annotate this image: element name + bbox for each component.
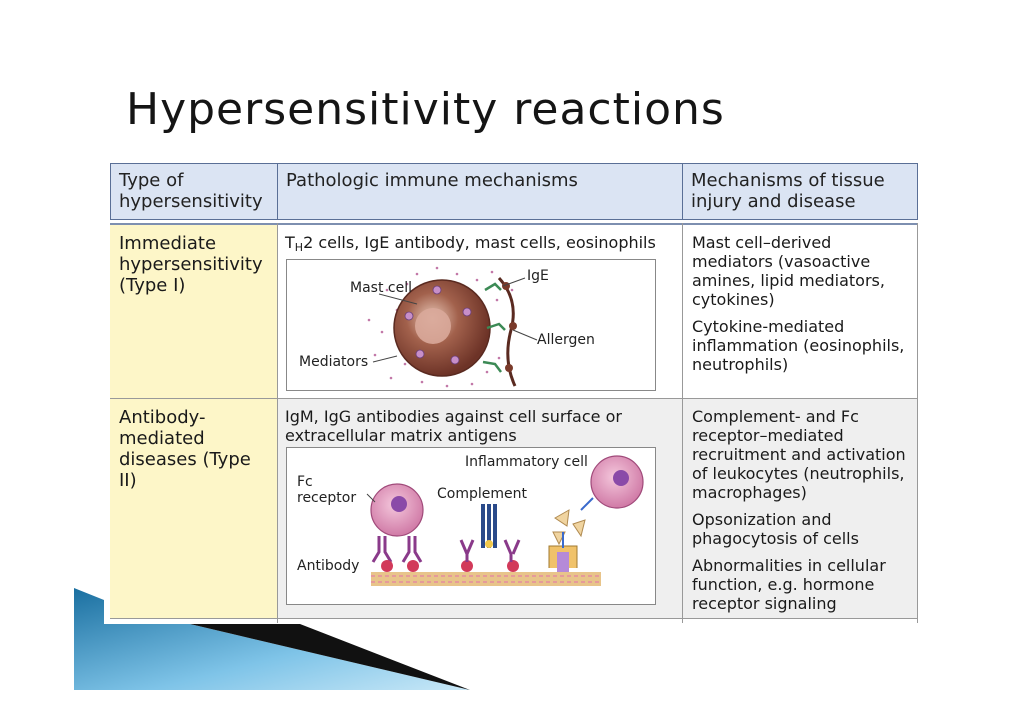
label-antibody: Antibody (297, 558, 360, 574)
type2-diagram: Inflammatory cell Fc receptor Complement… (286, 447, 656, 605)
row2-type: Antibody-mediated diseases (Type II) (110, 399, 277, 618)
row2-tissue-item: Complement- and Fc receptor–mediated rec… (692, 407, 906, 502)
header-type-text: Type of hypersensitivity (119, 170, 263, 212)
row1-mechanism-text: TH2 cells, IgE antibody, mast cells, eos… (278, 225, 682, 257)
label-mast-cell: Mast cell (350, 280, 412, 296)
label-mediators: Mediators (299, 354, 369, 370)
row1-mechanism: TH2 cells, IgE antibody, mast cells, eos… (278, 225, 682, 398)
header-tissue: Mechanisms of tissue injury and disease (682, 163, 918, 220)
type1-diagram: Mast cell IgE Allergen Mediators (286, 259, 656, 391)
header-tissue-text: Mechanisms of tissue injury and disease (691, 170, 885, 212)
label-fc-receptor: Fc receptor (297, 474, 357, 506)
header-type: Type of hypersensitivity (110, 163, 278, 220)
antibody-illustration (366, 455, 644, 586)
label-ige: IgE (527, 268, 549, 284)
header-pathologic: Pathologic immune mechanisms (277, 163, 683, 220)
row1-mech-rest: 2 cells, IgE antibody, mast cells, eosin… (303, 233, 656, 252)
row2-tissue-item: Abnormalities in cellular function, e.g.… (692, 556, 886, 613)
row1-mech-prefix: T (285, 233, 295, 252)
row1-tissue-item: Cytokine-mediated inflammation (eosinoph… (692, 317, 905, 374)
row1-tissue-item: Mast cell–derived mediators (vasoactive … (692, 233, 885, 309)
row2-tissue: Complement- and Fc receptor–mediated rec… (683, 399, 917, 618)
label-complement: Complement (437, 486, 527, 502)
row1-type-text: Immediate hypersensitivity (Type I) (119, 233, 263, 296)
row2-mechanism-text: IgM, IgG antibodies against cell surface… (285, 407, 622, 445)
label-allergen: Allergen (537, 332, 595, 348)
row2-mechanism: IgM, IgG antibodies against cell surface… (278, 399, 682, 618)
row1-tissue: Mast cell–derived mediators (vasoactive … (683, 225, 917, 398)
row2-tissue-item: Opsonization and phagocytosis of cells (692, 510, 859, 548)
row1-mech-sub: H (294, 241, 304, 254)
row1-type: Immediate hypersensitivity (Type I) (110, 225, 277, 398)
page-title: Hypersensitivity reactions (126, 84, 725, 135)
hypersensitivity-table: Type of hypersensitivity Pathologic immu… (110, 163, 918, 623)
mast-cell-illustration (367, 266, 538, 388)
header-pathologic-text: Pathologic immune mechanisms (286, 170, 578, 191)
row2-type-text: Antibody-mediated diseases (Type II) (119, 407, 251, 491)
label-inflammatory-cell: Inflammatory cell (465, 454, 588, 470)
